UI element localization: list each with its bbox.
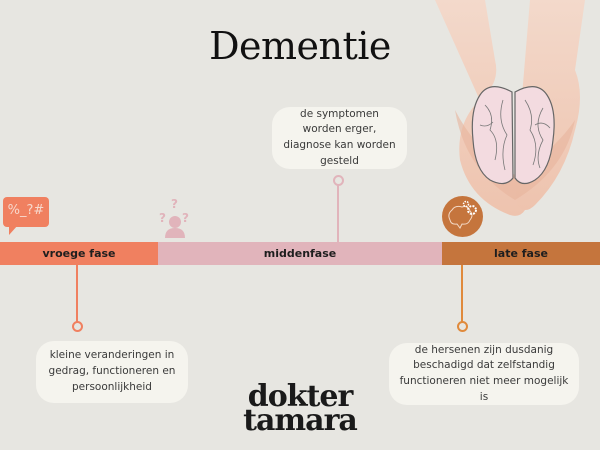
logo-line-2: tamara [243, 403, 358, 438]
late-phase-marker [457, 321, 468, 332]
svg-text:?: ? [159, 211, 166, 225]
svg-text:?: ? [182, 211, 189, 225]
early-phase-connector [76, 265, 78, 322]
confused-person-icon: ? ? ? [157, 196, 193, 238]
early-phase-description: kleine veranderingen in gedrag, function… [36, 341, 188, 403]
hands-holding-brain-image [425, 0, 600, 220]
svg-text:?: ? [171, 197, 178, 211]
late-phase-description: de hersenen zijn dusdanig beschadigd dat… [389, 343, 579, 405]
brand-logo: dokter tamara [230, 379, 370, 438]
speech-bubble-symbols-icon: %_?# [3, 197, 50, 237]
icon-symbol-text: %_?# [7, 203, 45, 218]
logo-line-1: dokter [247, 379, 354, 414]
middle-phase-connector [337, 185, 339, 242]
page-title: Dementie [209, 24, 391, 68]
phase-bar-middle: middenfase [158, 242, 442, 265]
late-phase-connector [461, 265, 463, 322]
brain-gears-icon [442, 196, 483, 237]
phase-bar-early: vroege fase [0, 242, 158, 265]
middle-phase-description: de symptomen worden erger, diagnose kan … [272, 107, 407, 169]
early-phase-marker [72, 321, 83, 332]
phase-bar-late: late fase [442, 242, 600, 265]
